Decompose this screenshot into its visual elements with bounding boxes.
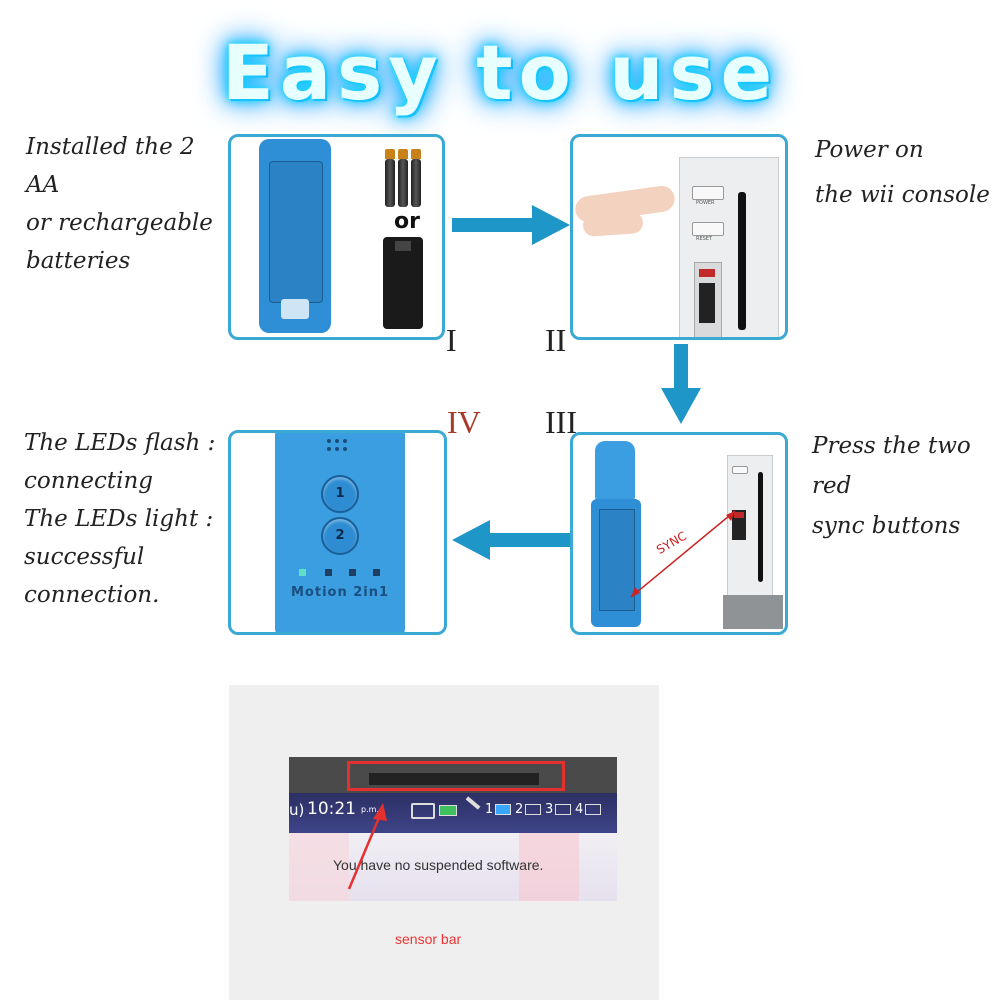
- pointer-arrow-icon: [347, 803, 387, 890]
- step-1-panel: or: [228, 134, 445, 340]
- button-2: 2: [321, 517, 359, 555]
- aa-batteries-image: [383, 149, 423, 207]
- arrow-left-icon: [452, 520, 570, 560]
- remote-open-image: [591, 499, 641, 627]
- wii-console-image: POWER RESET: [679, 157, 779, 337]
- player-2-battery-icon: [525, 804, 541, 815]
- caption-line: connection.: [24, 582, 160, 608]
- player-3-number: 3: [545, 802, 554, 817]
- reset-label: RESET: [696, 236, 713, 242]
- disc-slot-icon: [738, 192, 746, 330]
- wii-u-screen-body: You have no suspended software.: [289, 833, 617, 901]
- console-stand-image: [723, 595, 783, 629]
- suspended-software-message: You have no suspended software.: [333, 857, 544, 873]
- player-4-battery-icon: [585, 804, 601, 815]
- power-label: POWER: [696, 200, 715, 206]
- step-4-numeral: IV: [447, 404, 481, 440]
- caption-line: Installed the 2 AA: [26, 134, 195, 198]
- step-4-caption: The LEDs flash : connecting The LEDs lig…: [24, 424, 224, 614]
- button-1: 1: [321, 475, 359, 513]
- tv-top-frame: [289, 757, 617, 793]
- remote-top-image: [595, 441, 635, 501]
- step-2-panel: POWER RESET: [570, 134, 788, 340]
- sensor-bar-photo: u) 10:21 p.m. 1 2 3 4 You have no suspen…: [229, 685, 659, 1000]
- caption-line: The LEDs light :: [24, 506, 214, 532]
- sync-connection-arrow-icon: [630, 510, 736, 598]
- caption-line: successful: [24, 544, 145, 570]
- sensor-bar-image: [369, 773, 539, 785]
- step-2-caption: Power on the wii console: [815, 128, 995, 218]
- left-fragment: u): [289, 801, 305, 819]
- gamepad-icon: [411, 803, 435, 819]
- player-1-number: 1: [485, 802, 494, 817]
- battery-icon: [439, 805, 457, 816]
- caption-line: The LEDs flash :: [24, 430, 216, 456]
- player-1-battery-icon: [495, 804, 511, 815]
- sensor-bar-label: sensor bar: [395, 931, 462, 947]
- caption-line: Press the two red: [812, 433, 971, 499]
- step-1-numeral: I: [446, 322, 457, 358]
- step-1-caption: Installed the 2 AA or rechargeable batte…: [26, 128, 226, 280]
- sensor-bar-highlight-box: [347, 761, 565, 791]
- reset-button-icon: [692, 222, 724, 236]
- brand-label: Motion 2in1: [291, 585, 390, 600]
- caption-line: Power on: [815, 137, 924, 163]
- power-button-icon: [692, 186, 724, 200]
- or-label: or: [394, 209, 420, 234]
- clock-time: 10:21: [307, 799, 356, 819]
- led-1-icon: [299, 569, 306, 576]
- wii-u-status-bar: u) 10:21 p.m. 1 2 3 4: [289, 793, 617, 833]
- step-4-panel: 1 2 Motion 2in1: [228, 430, 447, 635]
- step-3-numeral: III: [545, 404, 577, 440]
- player-2-number: 2: [515, 802, 524, 817]
- player-3-battery-icon: [555, 804, 571, 815]
- wii-console-side-image: [727, 455, 773, 607]
- caption-line: connecting: [24, 468, 153, 494]
- caption-line: sync buttons: [812, 513, 961, 539]
- step-2-numeral: II: [545, 322, 567, 358]
- arrow-right-icon: [452, 205, 570, 245]
- caption-line: or rechargeable: [26, 210, 213, 236]
- led-3-icon: [349, 569, 356, 576]
- player-4-number: 4: [575, 802, 584, 817]
- remote-front-image: 1 2 Motion 2in1: [275, 433, 405, 632]
- caption-line: the wii console: [815, 182, 990, 208]
- caption-line: batteries: [26, 248, 131, 274]
- step-3-caption: Press the two red sync buttons: [812, 426, 997, 546]
- led-2-icon: [325, 569, 332, 576]
- led-4-icon: [373, 569, 380, 576]
- arrow-down-icon: [661, 344, 701, 424]
- rechargeable-battery-image: [383, 237, 423, 329]
- remote-back-image: [259, 139, 331, 333]
- clock-suffix: p.m.: [361, 805, 379, 814]
- page-title: Easy to use: [221, 28, 779, 117]
- step-3-panel: SYNC: [570, 432, 788, 635]
